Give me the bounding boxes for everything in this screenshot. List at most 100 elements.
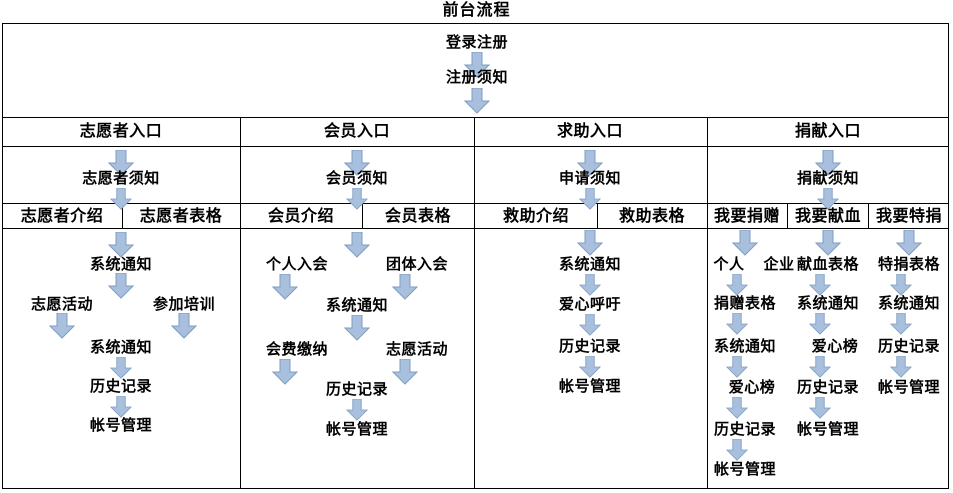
- arrow-down: [890, 274, 912, 296]
- subcol-donate-blood[interactable]: 我要献血: [794, 206, 862, 225]
- arrow-down: [809, 356, 831, 378]
- node-login-register[interactable]: 登录注册: [445, 33, 509, 51]
- node-flow[interactable]: 捐赠表格: [713, 294, 777, 312]
- arrow-down: [392, 359, 418, 385]
- diagram-frame: [2, 23, 949, 489]
- arrow-down: [726, 274, 748, 296]
- arrow-down: [344, 150, 370, 176]
- subcol-member-intro[interactable]: 会员介绍: [267, 206, 335, 225]
- node-flow[interactable]: 系统通知: [558, 255, 622, 273]
- arrow-down: [726, 313, 748, 335]
- arrow-down: [809, 313, 831, 335]
- node-flow[interactable]: 帐号管理: [796, 420, 860, 438]
- node-flow[interactable]: 团体入会: [385, 255, 449, 273]
- arrow-down: [272, 274, 298, 300]
- arrow-down: [108, 273, 134, 299]
- node-flow[interactable]: 参加培训: [152, 295, 216, 313]
- entry-donate[interactable]: 捐献入口: [794, 121, 862, 140]
- subcol-divider-member: [362, 203, 363, 228]
- node-flow[interactable]: 帐号管理: [713, 460, 777, 478]
- node-flow[interactable]: 志愿活动: [385, 340, 449, 358]
- node-flow[interactable]: 个人: [713, 255, 745, 273]
- arrow-down: [726, 397, 748, 419]
- subcol-divider-help: [597, 203, 598, 228]
- col-divider-2: [474, 117, 475, 489]
- subcol-divider-donate-b: [868, 203, 869, 228]
- node-flow[interactable]: 系统通知: [325, 296, 389, 314]
- entry-help[interactable]: 求助入口: [556, 121, 624, 140]
- arrow-down: [896, 230, 922, 256]
- arrow-down: [726, 439, 748, 461]
- node-flow[interactable]: 历史记录: [89, 377, 153, 395]
- notice-donate[interactable]: 捐献须知: [796, 169, 860, 187]
- arrow-down: [815, 230, 841, 256]
- node-flow[interactable]: 帐号管理: [558, 377, 622, 395]
- node-flow[interactable]: 系统通知: [713, 337, 777, 355]
- entry-member[interactable]: 会员入口: [323, 121, 391, 140]
- node-flow[interactable]: 系统通知: [89, 338, 153, 356]
- arrow-down: [464, 88, 490, 114]
- arrow-down: [110, 357, 132, 379]
- arrow-down: [809, 397, 831, 419]
- node-flow[interactable]: 会费缴纳: [265, 340, 329, 358]
- node-flow[interactable]: 历史记录: [558, 337, 622, 355]
- arrow-down: [344, 232, 370, 258]
- arrow-down: [346, 399, 368, 421]
- node-flow[interactable]: 企业: [763, 255, 795, 273]
- subcol-divider-donate-a: [787, 203, 788, 228]
- rule-below-notice-row: [2, 203, 949, 204]
- notice-help[interactable]: 申请须知: [558, 169, 622, 187]
- notice-volunteer[interactable]: 志愿者须知: [82, 169, 160, 187]
- arrow-down: [577, 150, 603, 176]
- node-flow[interactable]: 系统通知: [89, 255, 153, 273]
- subcol-volunteer-intro[interactable]: 志愿者介绍: [20, 206, 104, 225]
- rule-below-entry-row: [2, 146, 949, 147]
- arrow-down: [272, 359, 298, 385]
- subcol-volunteer-form[interactable]: 志愿者表格: [139, 206, 223, 225]
- notice-member[interactable]: 会员须知: [325, 169, 389, 187]
- node-flow[interactable]: 爱心榜: [728, 378, 776, 396]
- arrow-down: [890, 313, 912, 335]
- arrow-down: [579, 274, 601, 296]
- node-flow[interactable]: 历史记录: [713, 420, 777, 438]
- arrow-down: [817, 188, 839, 210]
- subcol-donate-special[interactable]: 我要特捐: [875, 206, 943, 225]
- subcol-help-form[interactable]: 救助表格: [618, 206, 686, 225]
- arrow-down: [726, 356, 748, 378]
- arrow-down: [344, 315, 370, 341]
- arrow-down: [579, 188, 601, 210]
- arrow-down: [579, 314, 601, 336]
- node-flow[interactable]: 历史记录: [325, 380, 389, 398]
- entry-volunteer[interactable]: 志愿者入口: [79, 121, 163, 140]
- arrow-down: [732, 230, 758, 256]
- node-flow[interactable]: 特捐表格: [877, 255, 941, 273]
- node-flow[interactable]: 系统通知: [877, 294, 941, 312]
- arrow-down: [577, 230, 603, 256]
- arrow-down: [108, 232, 134, 258]
- arrow-down: [890, 356, 912, 378]
- subcol-donate-gift[interactable]: 我要捐赠: [713, 206, 781, 225]
- node-flow[interactable]: 爱心榜: [811, 337, 859, 355]
- node-flow[interactable]: 帐号管理: [325, 420, 389, 438]
- arrow-down: [108, 150, 134, 176]
- node-flow[interactable]: 历史记录: [877, 337, 941, 355]
- node-flow[interactable]: 个人入会: [265, 255, 329, 273]
- subcol-divider-volunteer: [122, 203, 123, 228]
- arrow-down: [579, 356, 601, 378]
- node-flow[interactable]: 历史记录: [796, 378, 860, 396]
- arrow-down: [815, 150, 841, 176]
- col-divider-3: [707, 117, 708, 489]
- arrow-down: [110, 396, 132, 418]
- node-flow[interactable]: 献血表格: [796, 255, 860, 273]
- node-flow[interactable]: 帐号管理: [877, 378, 941, 396]
- node-flow[interactable]: 爱心呼吁: [558, 295, 622, 313]
- col-divider-1: [240, 117, 241, 489]
- arrow-down: [809, 274, 831, 296]
- node-flow[interactable]: 志愿活动: [30, 295, 94, 313]
- node-flow[interactable]: 帐号管理: [89, 416, 153, 434]
- subcol-member-form[interactable]: 会员表格: [384, 206, 452, 225]
- subcol-help-intro[interactable]: 救助介绍: [502, 206, 570, 225]
- node-flow[interactable]: 系统通知: [796, 294, 860, 312]
- node-register-notice[interactable]: 注册须知: [445, 68, 509, 86]
